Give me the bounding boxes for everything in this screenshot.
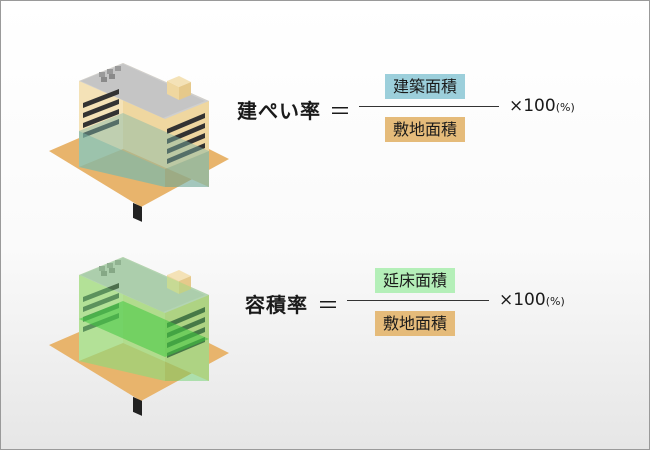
building-coverage-formula: 建ぺい率 ＝ 建築面積 敷地面積 ×100(%) [237, 59, 617, 159]
rooftop-units [99, 260, 191, 294]
footprint-overlay [79, 113, 209, 169]
equals-sign: ＝ [317, 294, 340, 319]
equals-sign: ＝ [329, 100, 352, 125]
door-icon [133, 202, 142, 222]
fraction-bar [347, 300, 489, 301]
unit-text: (%) [555, 101, 575, 114]
numerator-building-area: 建築面積 [385, 74, 466, 99]
coverage-volume-front [79, 131, 165, 187]
floor-area-ratio-formula: 容積率 ＝ 延床面積 敷地面積 ×100(%) [245, 253, 625, 353]
multiplier-text: ×100(%) [509, 96, 575, 116]
unit-text: (%) [545, 295, 565, 308]
floor-overlay-top [79, 257, 209, 313]
floor-area-ratio-illustration [49, 257, 229, 416]
floor-slab [79, 301, 209, 357]
numerator-total-floor-area: 延床面積 [375, 268, 456, 293]
denominator-site-area: 敷地面積 [375, 311, 456, 336]
floor-area-ratio-term: 容積率 [245, 293, 308, 317]
multiplier-text: ×100(%) [499, 290, 565, 310]
fraction-bar [359, 106, 499, 107]
building-coverage-term: 建ぺい率 [237, 99, 321, 123]
building-coverage-illustration [49, 63, 229, 222]
coverage-volume-side [165, 151, 209, 187]
door-icon [133, 396, 142, 416]
window-strips [83, 89, 205, 164]
denominator-site-area: 敷地面積 [385, 117, 466, 142]
rooftop-units [99, 66, 191, 100]
